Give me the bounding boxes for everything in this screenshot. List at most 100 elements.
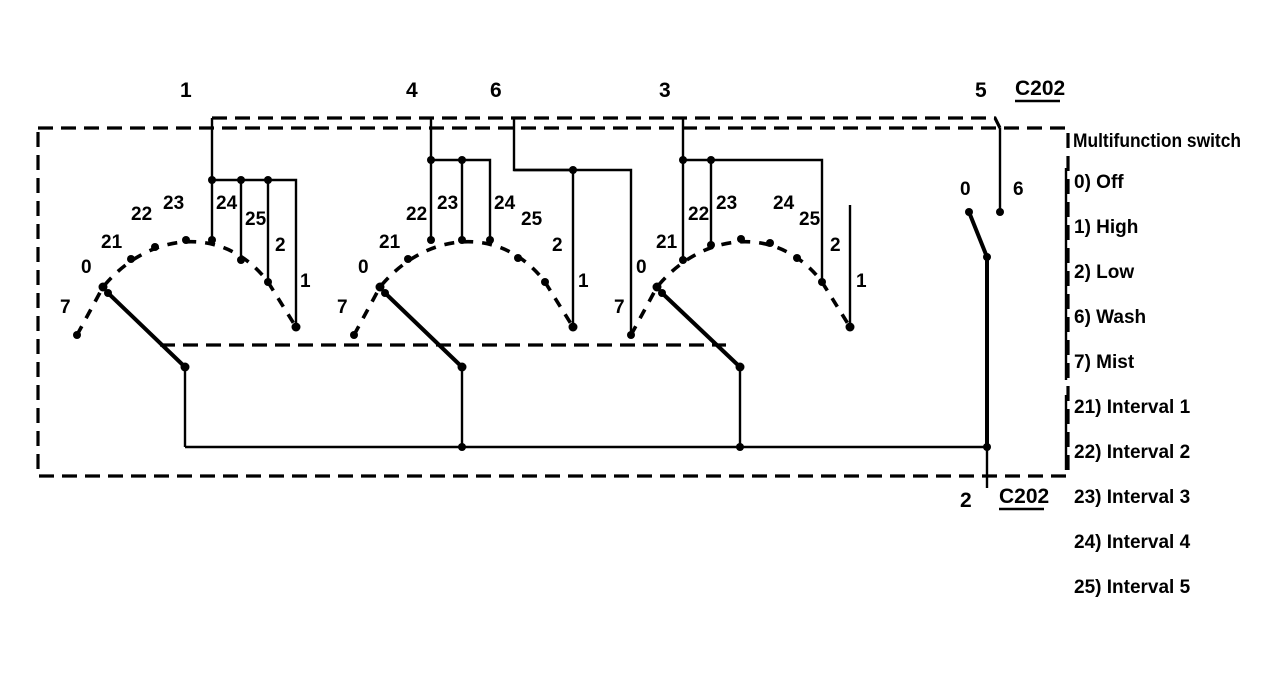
deck-1-contact [182, 236, 190, 244]
deck-3-label-21: 21 [656, 232, 678, 253]
deck-1-label-23: 23 [163, 193, 184, 214]
deck-1-label-1: 1 [300, 271, 311, 292]
deck-3-label-24: 24 [773, 193, 795, 214]
legend-item-mist: 7) Mist [1074, 352, 1135, 373]
deck-3-label-25: 25 [799, 209, 821, 230]
deck-1-label-21: 21 [101, 232, 123, 253]
deck-1-contact [98, 282, 108, 292]
common-ground-bus [185, 445, 989, 488]
deck-3-label-23: 23 [716, 193, 737, 214]
deck-2-contact-arc [352, 239, 575, 336]
legend-item-interval-5: 25) Interval 5 [1074, 577, 1191, 598]
legend-item-interval-2: 22) Interval 2 [1074, 442, 1190, 463]
connector-pin-2: 2 [960, 489, 972, 512]
deck-3-label-22: 22 [688, 204, 709, 225]
switch-deck-3: 7 0 21 22 23 24 25 2 1 [614, 156, 867, 447]
deck-1-label-7: 7 [60, 297, 71, 318]
legend-title: Multifunction switch [1073, 131, 1241, 152]
connector-label-top: C202 [1015, 77, 1065, 100]
connector-pin-3: 3 [659, 79, 671, 102]
deck-3-contact [679, 256, 687, 264]
deck-1-label-24: 24 [216, 193, 238, 214]
deck-3-contact-arc [629, 239, 852, 336]
deck-1-junction [237, 176, 245, 184]
deck-2-label-2: 2 [552, 235, 563, 256]
switch-deck-1: 7 0 21 22 23 24 25 2 1 [60, 176, 311, 447]
deck-2-contact [350, 331, 358, 339]
deck-1-label-2: 2 [275, 235, 286, 256]
deck-2-label-24: 24 [494, 193, 516, 214]
connector-pin-5: 5 [975, 79, 987, 102]
deck-1-contact [291, 322, 301, 332]
deck-2-contact [486, 236, 494, 244]
deck-2-contact [568, 322, 578, 332]
deck-3-contact [793, 254, 801, 262]
deck-3-label-7: 7 [614, 297, 625, 318]
deck-3-label-2: 2 [830, 235, 841, 256]
switch-housing-outline [36, 126, 1070, 478]
deck-1-contact [151, 243, 159, 251]
deck-2-contact [375, 282, 385, 292]
deck-1-contact [264, 278, 272, 286]
legend-item-interval-3: 23) Interval 3 [1074, 487, 1190, 508]
deck-2-label-7: 7 [337, 297, 348, 318]
deck-1-contact [208, 236, 216, 244]
deck-1-contact-arc [75, 239, 298, 336]
deck-2-contact [427, 236, 435, 244]
wash-switch-label-6: 6 [1013, 179, 1024, 200]
legend-item-interval-1: 21) Interval 1 [1074, 397, 1191, 418]
deck-2-label-22: 22 [406, 204, 427, 225]
bus-junction [736, 443, 744, 451]
deck-3-bus [681, 158, 824, 282]
deck-2-wiper-blade [383, 291, 464, 369]
deck-3-label-1: 1 [856, 271, 867, 292]
deck-1-junction [264, 176, 272, 184]
deck-3-blade-pivot [735, 362, 745, 372]
deck-2-junction [458, 156, 466, 164]
deck-3-blade-tip [658, 289, 666, 297]
deck-3-contact [818, 278, 826, 286]
deck-1-label-22: 22 [131, 204, 152, 225]
deck-1-contact [73, 331, 81, 339]
deck-3-contact [766, 239, 774, 247]
wash-switch-label-0: 0 [960, 179, 971, 200]
deck-1-blade-pivot [180, 362, 190, 372]
deck-1-contact [237, 256, 245, 264]
wash-switch-contact-6 [996, 208, 1004, 216]
deck-2-label-23: 23 [437, 193, 458, 214]
deck-1-label-25: 25 [245, 209, 267, 230]
connector-pin-4: 4 [406, 79, 418, 102]
deck-2-label-21: 21 [379, 232, 401, 253]
wash-switch-contact-0 [965, 208, 973, 216]
connector-label-bottom: C202 [999, 485, 1049, 508]
deck-1-blade-tip [104, 289, 112, 297]
deck-3-contact [652, 282, 662, 292]
wash-switch-pivot [983, 253, 991, 261]
legend-item-off: 0) Off [1074, 172, 1124, 193]
legend-item-interval-4: 24) Interval 4 [1074, 532, 1191, 553]
deck-1-label-0: 0 [81, 257, 92, 278]
deck-3-contact [845, 322, 855, 332]
connector-pin-1: 1 [180, 79, 192, 102]
deck-3-contact [707, 241, 715, 249]
wash-switch-blade [967, 211, 989, 258]
deck-1-wiper-blade [106, 291, 187, 369]
deck-3-label-0: 0 [636, 257, 647, 278]
legend-item-wash: 6) Wash [1074, 307, 1146, 328]
deck-2-label-0: 0 [358, 257, 369, 278]
deck-3-contact [737, 235, 745, 243]
deck-1-bus-24 [210, 178, 298, 327]
legend-item-low: 2) Low [1074, 262, 1134, 283]
deck-2-label-1: 1 [578, 271, 589, 292]
deck-3-wiper-blade [660, 291, 742, 369]
legend-item-high: 1) High [1074, 217, 1138, 238]
deck-2-blade-pivot [457, 362, 467, 372]
deck-2-contact [514, 254, 522, 262]
connector-pin-6: 6 [490, 79, 502, 102]
deck-2-contact [541, 278, 549, 286]
legend: Multifunction switch 0) Off 1) High 2) L… [1064, 131, 1241, 598]
deck-2-blade-tip [381, 289, 389, 297]
bus-junction [458, 443, 466, 451]
deck-3-junction [707, 156, 715, 164]
